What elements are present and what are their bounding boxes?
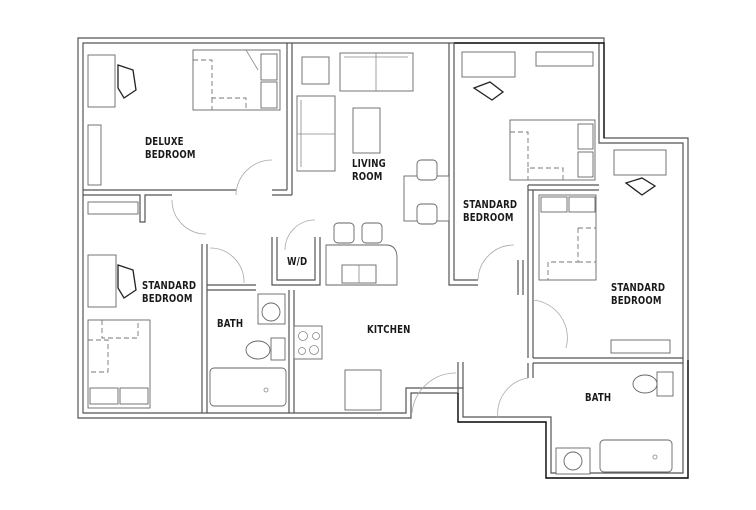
room-label-line: STANDARD xyxy=(611,282,666,294)
room-label-washer-dryer: W/D xyxy=(287,256,307,269)
room-label-bath-2: BATH xyxy=(585,392,611,405)
deluxe-bedroom-furniture xyxy=(87,49,281,186)
standard-bedroom-1-furniture xyxy=(461,51,596,181)
room-label-deluxe-bedroom: DELUXE BEDROOM xyxy=(145,136,196,162)
room-label-line: LIVING xyxy=(352,158,386,170)
room-label-bath-1: BATH xyxy=(217,318,243,331)
room-label-line: BATH xyxy=(585,392,612,404)
room-label-line: BEDROOM xyxy=(145,149,196,161)
kitchen-fixtures xyxy=(293,325,382,411)
bath-2-fixtures xyxy=(555,371,674,475)
room-label-living-room: LIVING ROOM xyxy=(352,158,386,184)
room-label-line: BEDROOM xyxy=(463,212,514,224)
living-room-furniture xyxy=(296,52,450,286)
room-label-line: ROOM xyxy=(352,171,383,183)
room-label-kitchen: KITCHEN xyxy=(367,324,411,337)
bath-1-fixtures xyxy=(209,293,287,407)
room-label-standard-bedroom-1: STANDARD BEDROOM xyxy=(463,199,517,225)
room-label-line: STANDARD xyxy=(463,199,518,211)
exterior-walls xyxy=(77,37,689,479)
room-label-line: BEDROOM xyxy=(611,295,662,307)
standard-bedroom-3-furniture xyxy=(538,149,671,354)
room-label-line: BEDROOM xyxy=(142,293,193,305)
room-label-standard-bedroom-3: STANDARD BEDROOM xyxy=(611,282,665,308)
room-label-line: W/D xyxy=(287,256,308,268)
room-label-line: DELUXE xyxy=(145,136,184,148)
standard-bedroom-2-furniture xyxy=(87,201,151,409)
room-label-line: BATH xyxy=(217,318,244,330)
room-label-line: STANDARD xyxy=(142,280,197,292)
room-label-line: KITCHEN xyxy=(367,324,411,336)
room-label-standard-bedroom-2: STANDARD BEDROOM xyxy=(142,280,196,306)
doors xyxy=(171,159,568,419)
